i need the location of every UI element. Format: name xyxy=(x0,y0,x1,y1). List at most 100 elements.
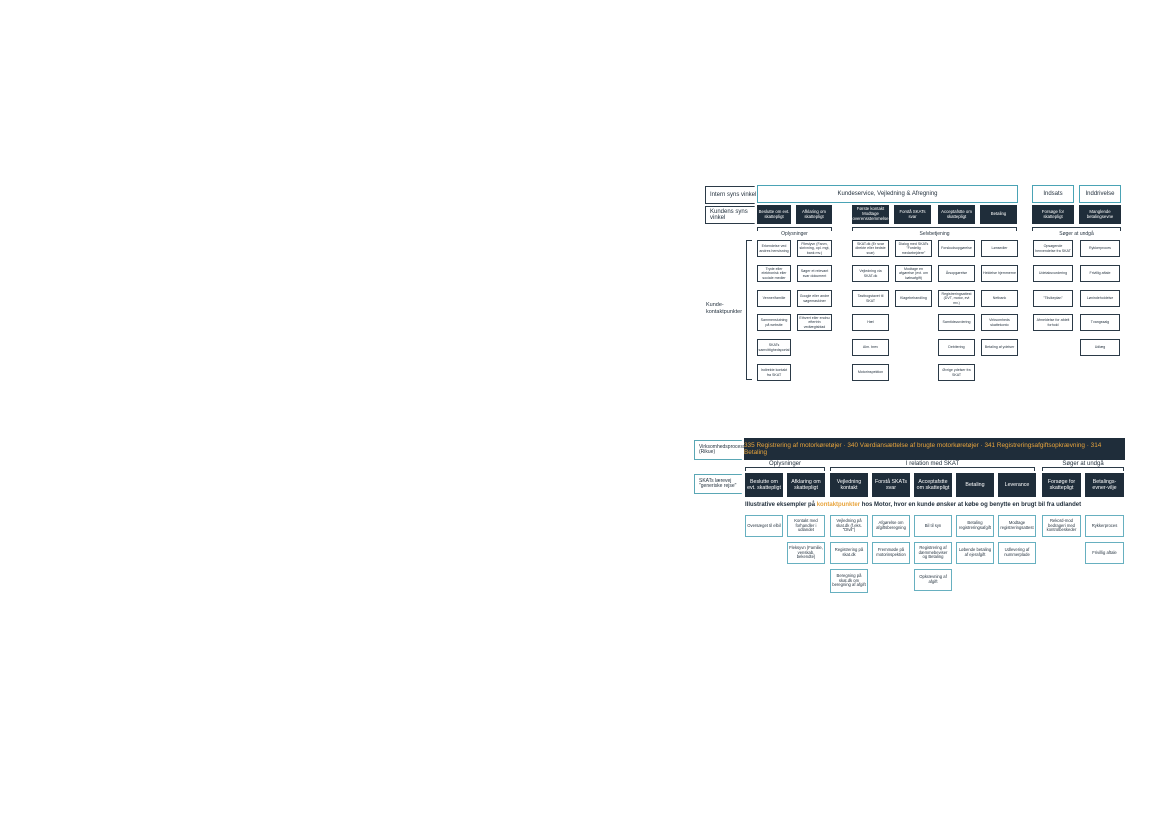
example-box: Registrering på skat.dk xyxy=(830,542,868,564)
contact-point-box: Lønsedler xyxy=(981,240,1018,257)
contact-point-box: Udlæg xyxy=(1080,339,1120,356)
group-label: Søger at undgå xyxy=(1062,461,1104,467)
contact-point-box: Årsopgørelse xyxy=(938,265,975,282)
group-brace xyxy=(757,227,832,231)
contact-point-box: Erkendelse ved andres henvisning xyxy=(757,240,791,257)
internal-box-kundeservice: Kundeservice, Vejledning & Afregning xyxy=(757,185,1018,203)
example-box: Løbende betaling af ejerafgift xyxy=(956,542,994,564)
heading-text: Illustrative eksempler på xyxy=(745,502,817,508)
contact-point-box: Tastbogstavet til SKAT xyxy=(852,290,889,307)
stage-box: Manglende betalingsevne xyxy=(1079,205,1121,224)
example-box: Opkrævning af afgift xyxy=(914,569,952,591)
contact-point-box: Dialog med SKATs "Fordelig medarbejdere" xyxy=(895,240,932,257)
group-brace xyxy=(745,467,825,471)
contact-point-box: Øvrige ydelser fra SKAT xyxy=(938,364,975,381)
group-label: Oplysninger xyxy=(768,461,801,467)
contact-bracket xyxy=(746,240,752,380)
contact-point-box: Google eller andre søgemaskiner xyxy=(797,290,832,307)
journey-step: Forsøge for skattepligt xyxy=(1042,473,1081,497)
journey-step: Beslutte om evt. skattepligt xyxy=(745,473,783,497)
group-label: I relation med SKAT xyxy=(905,461,960,467)
contact-point-box: Lønindeholdelse xyxy=(1080,290,1120,307)
row-label-text: Intern syns vinkel xyxy=(710,192,757,198)
process-banner: 335 Registrering af motorkøretøjer · 340… xyxy=(744,438,1125,460)
row-label-journey: SKATs lærevej "generiske rejse" xyxy=(694,474,748,494)
journey-step: Vejledning kontakt xyxy=(830,473,868,497)
contact-point-box: Samtidsvurdering xyxy=(938,314,975,331)
contact-point-box: Tvangssalg xyxy=(1080,314,1120,331)
row-label-internal-view: Intern syns vinkel xyxy=(705,186,761,204)
contact-point-box: Afmeldelse for afdelt forhold xyxy=(1033,314,1073,331)
group-brace xyxy=(852,227,1017,231)
group-brace xyxy=(830,467,1035,471)
journey-step: Afklaring om skattepligt xyxy=(787,473,825,497)
contact-points-label: Kunde- kontaktpunkter xyxy=(706,302,743,315)
row-label-text: SKATs lærevej "generiske rejse" xyxy=(699,477,737,489)
contact-point-box: Opsøgende henvendelse fra SKAT xyxy=(1033,240,1073,257)
contact-point-box: Søger et relevant svar dokument xyxy=(797,265,832,282)
example-box: Kontakt med forhandler i udlandet xyxy=(787,515,825,537)
journey-step: Betaling xyxy=(956,473,994,497)
example-box: Fleksyvn (Familie, venskab, bekendte) xyxy=(787,542,825,564)
contact-point-box: Heldelse hjemmerne xyxy=(981,265,1018,282)
contact-point-box: Netbank xyxy=(981,290,1018,307)
heading-highlight: kontaktpunkter xyxy=(816,502,861,508)
journey-step: Forstå SKATs svar xyxy=(872,473,910,497)
contact-point-box: Modtage en afgørelse (evt. om købsafgift… xyxy=(895,265,932,282)
example-box: Betaling registreringsafgift xyxy=(956,515,994,537)
examples-heading: Illustrative eksempler på kontaktpunkter… xyxy=(745,502,1125,508)
contact-point-box: Virksomheds skattekonto xyxy=(981,314,1018,331)
group-brace xyxy=(1042,467,1124,471)
example-box: Afgørelse om afgiftsberegning xyxy=(872,515,910,537)
contact-point-box: Vejledning via SKAT.dk xyxy=(852,265,889,282)
contact-point-box: Betaling af ydelser xyxy=(981,339,1018,356)
contact-point-box: Debitering xyxy=(938,339,975,356)
stage-box: Acceptafstte om skattepligt xyxy=(938,205,975,224)
contact-point-box: SKATs samvittighedsportal xyxy=(757,339,791,356)
example-box: Oversæget til elbil xyxy=(745,515,783,537)
group-label: Oplysninger xyxy=(781,231,808,237)
contact-point-box: Klagebehandling xyxy=(895,290,932,307)
contact-point-box: Registreringsattest (DVT, motor, evt mv.… xyxy=(938,290,975,307)
stage-box: Forsøge for skattepligt xyxy=(1032,205,1074,224)
contact-point-box: Udetaksvurdering xyxy=(1033,265,1073,282)
contact-point-box: SKAT.dk (Er svar direkte eller bedste sv… xyxy=(852,240,889,257)
example-box: Udlevering af nummerplade xyxy=(998,542,1036,564)
group-brace xyxy=(1032,227,1121,231)
contact-point-box: Hæl xyxy=(852,314,889,331)
stage-box: Forstå SKATs svar xyxy=(894,205,931,224)
example-box: Frivillig aftale xyxy=(1085,542,1124,564)
journey-step: Leverance xyxy=(998,473,1036,497)
contact-point-box: Venner/familie xyxy=(757,290,791,307)
group-label: Selvbetjening xyxy=(919,231,950,237)
row-label-customer-view: Kundens syns vinkel xyxy=(705,206,761,224)
stage-box: Første kontakt Modtage overensstemmelse xyxy=(852,205,889,224)
group-label: Søger at undgå xyxy=(1059,231,1094,237)
contact-point-box: Indirekte kontakt fra SKAT xyxy=(757,364,791,381)
heading-text: hos Motor, hvor en kunde ønsker at købe … xyxy=(860,502,1082,508)
contact-point-box: Motorinspektion xyxy=(852,364,889,381)
stage-box: Betaling xyxy=(980,205,1017,224)
stage-box: Afklaring om skattepligt xyxy=(796,205,832,224)
example-box: Bil til syn xyxy=(914,515,952,537)
contact-point-box: Rykkerproces xyxy=(1080,240,1120,257)
example-box: Rekord-mod bedrageri med kontrolbeskeder xyxy=(1042,515,1081,537)
contact-point-box: Ethvert eller endnu eftertrin vedtægtsbl… xyxy=(797,314,832,331)
example-box: Modtage registreringsattest xyxy=(998,515,1036,537)
contact-point-box: Forskudsopgørelse xyxy=(938,240,975,257)
contact-point-box: Tryde eller elektronisk eller sociale me… xyxy=(757,265,791,282)
contact-point-box: Alm. brev xyxy=(852,339,889,356)
contact-point-box: Fileslyvn (Farvn, skrivning, opl. mgt, b… xyxy=(797,240,832,257)
internal-box-inddrivelse: Inddrivelse xyxy=(1079,185,1121,203)
example-box: Beregning på skat.dk om beregning af afg… xyxy=(830,569,868,593)
row-label-text: Virksomhedsprocesser (Rikue) xyxy=(699,443,750,455)
internal-box-indsats: Indsats xyxy=(1032,185,1074,203)
row-label-text: Kundens syns vinkel xyxy=(710,209,748,221)
contact-point-box: Sammenslutning på website xyxy=(757,314,791,331)
example-box: Fremmøde på motorinspektion xyxy=(872,542,910,564)
example-box: Vejledning på skat.dk (f.eks. "Dtvil") xyxy=(830,515,868,537)
example-box: Registrering af dæmmebeviser og Betaling xyxy=(914,542,952,564)
journey-step: Acceptafstte om skattepligt xyxy=(914,473,952,497)
stage-box: Beslutte om evt. skattepligt xyxy=(757,205,791,224)
row-label-processes: Virksomhedsprocesser (Rikue) xyxy=(694,440,748,460)
